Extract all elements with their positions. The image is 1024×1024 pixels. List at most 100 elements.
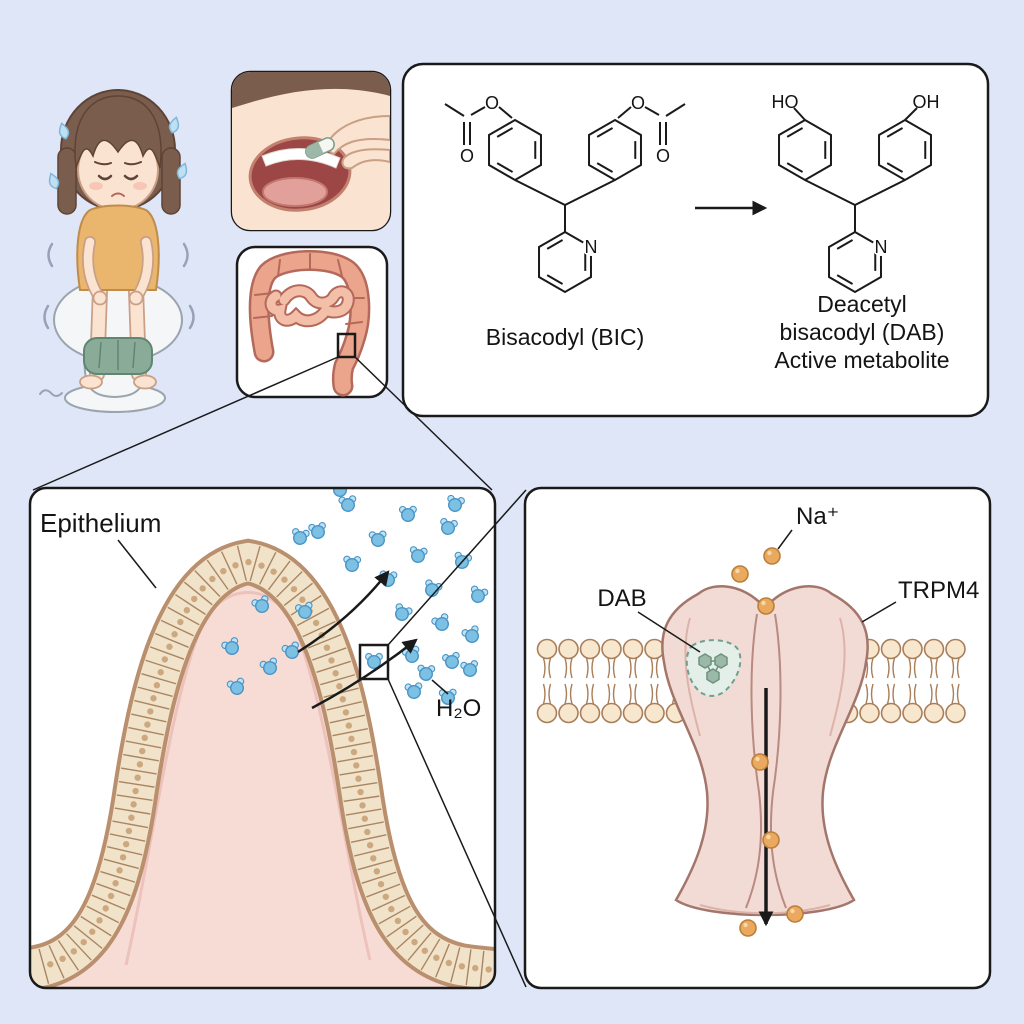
cell-boundary — [220, 551, 238, 585]
cell-nucleus — [270, 568, 277, 575]
trpm4-label: TRPM4 — [898, 577, 979, 604]
oxygen-atom — [340, 497, 356, 513]
bic-bonds — [444, 103, 686, 232]
cell-nucleus — [139, 747, 146, 755]
cell-nucleus — [357, 788, 364, 796]
cell-nucleus — [199, 585, 206, 592]
water-molecule — [398, 505, 417, 523]
sweat-drops — [48, 116, 188, 190]
cell-boundary — [125, 740, 162, 749]
cell-nucleus — [191, 595, 198, 603]
cell-nucleus — [157, 669, 164, 676]
lipid-tail — [607, 683, 616, 705]
water-molecule — [394, 603, 413, 622]
water-molecule — [440, 517, 458, 536]
cell-boundary — [114, 807, 151, 815]
bic-name-label: Bisacodyl (BIC) — [486, 324, 644, 350]
cell-nucleus — [472, 964, 479, 972]
sodium-ion — [739, 919, 757, 937]
foot-left — [79, 374, 103, 390]
lipid-tail — [628, 657, 638, 679]
oxygen-atom — [229, 680, 245, 696]
zoom-box-rectum — [336, 332, 357, 359]
oxygen-atom — [297, 604, 313, 620]
lipid-head — [945, 638, 966, 660]
cell-boundary — [361, 871, 397, 884]
cell-boundary — [371, 894, 406, 912]
cell-boundary — [109, 833, 146, 842]
cell-nucleus — [132, 787, 139, 795]
trpm4-pointer-line — [861, 601, 897, 623]
cell-boundary — [38, 948, 50, 984]
oxygen-atom — [418, 666, 434, 682]
lipid-head — [579, 702, 601, 724]
cell-boundary — [334, 741, 371, 750]
lipid-tail — [650, 657, 659, 679]
sweat-drop — [48, 172, 60, 190]
epithelium-panel: Epithelium H₂O — [28, 481, 497, 990]
hydrogen-atom — [332, 481, 339, 488]
blush-right — [133, 182, 147, 190]
water-molecule — [409, 546, 428, 564]
cell-nucleus — [102, 905, 109, 912]
lipid-head — [923, 638, 945, 660]
double-bond — [546, 274, 564, 285]
water-molecule — [461, 625, 480, 644]
cell-boundary — [316, 660, 351, 673]
cell-nucleus — [144, 721, 151, 728]
cell-nucleus — [445, 959, 453, 967]
cell-boundary — [396, 924, 424, 950]
cell-nucleus — [281, 576, 288, 583]
oxygen-atom — [447, 497, 463, 513]
sweat-drop — [168, 116, 180, 134]
cell-boundary — [160, 619, 194, 637]
lipid-head — [558, 702, 579, 724]
lipid-head — [923, 702, 945, 724]
cell-boundary — [249, 546, 261, 582]
bangs — [74, 95, 162, 169]
cell-nucleus — [345, 722, 353, 729]
cell-nucleus — [89, 928, 96, 935]
cell-boundary — [312, 647, 347, 661]
cell-boundary — [420, 938, 441, 971]
cell-boundary — [149, 646, 185, 660]
water-molecule — [368, 530, 387, 548]
cell-nucleus — [147, 708, 154, 715]
cell-boundary — [366, 883, 401, 898]
atom-halo — [582, 238, 600, 256]
zoom-box-epithelium — [358, 643, 390, 681]
h2o-label: H₂O — [436, 695, 481, 722]
sodium-ion — [786, 905, 804, 923]
cell-nucleus — [377, 880, 385, 888]
lipid-tail — [585, 683, 595, 705]
cell-nucleus — [80, 938, 87, 946]
water-molecule — [460, 660, 479, 678]
pore-wall-right — [769, 613, 787, 909]
epithelium-panel-frame — [28, 486, 497, 990]
cell-boundary — [348, 821, 384, 830]
cell-boundary — [120, 767, 157, 775]
water-molecule — [365, 652, 383, 670]
double-bond — [596, 162, 614, 173]
cell-nucleus — [348, 735, 355, 743]
lipid-tail — [542, 683, 552, 705]
oxygen-atom — [464, 628, 480, 644]
cell-nucleus — [485, 966, 492, 973]
lipid-head — [601, 638, 622, 660]
sodium-ion — [757, 597, 775, 615]
cell-nucleus — [161, 656, 169, 663]
cell-boundary — [435, 943, 450, 978]
sodium-ion — [762, 831, 780, 849]
hair-edge — [232, 72, 390, 108]
cell-nucleus — [232, 562, 239, 569]
atom-label-o: O — [656, 146, 670, 166]
thumb — [341, 148, 390, 170]
cell-boundary — [276, 571, 303, 598]
cell-nucleus — [125, 827, 133, 835]
hair-lock-left — [57, 147, 77, 215]
eyebrow-left — [94, 161, 112, 166]
hand-right — [128, 290, 144, 306]
water-molecule — [338, 495, 357, 513]
blush-left — [89, 182, 103, 190]
atom-label-oh: OH — [913, 92, 940, 112]
